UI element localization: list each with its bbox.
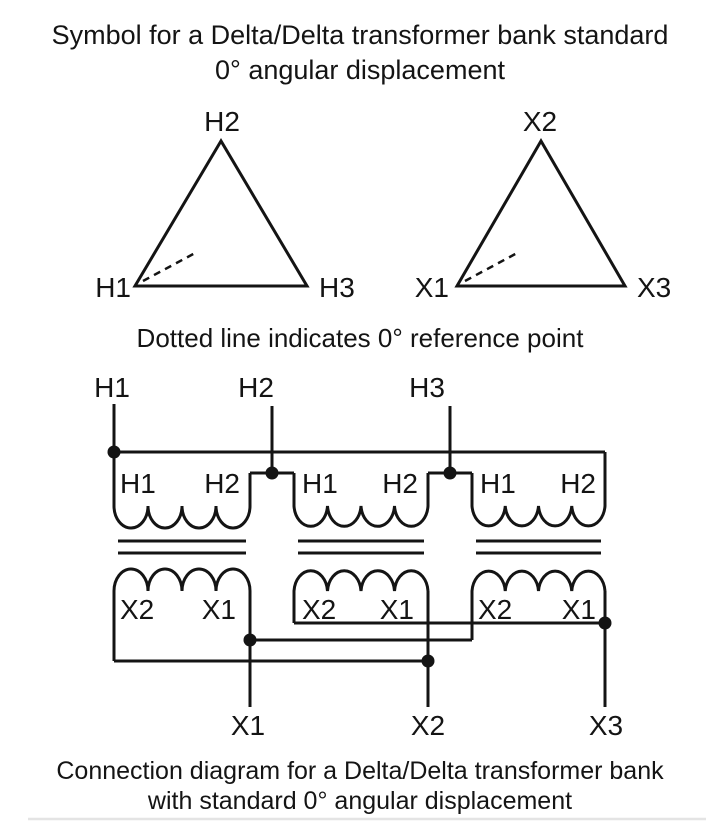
title-block: Symbol for a Delta/Delta transformer ban… [52, 20, 669, 85]
transformer-2-secondary-right-label: X1 [380, 594, 414, 625]
transformer-3-secondary-winding [470, 569, 607, 640]
primary-lead-label-h2: H2 [238, 372, 274, 403]
junction-dot-x1 [243, 633, 257, 647]
transformer-3-primary-winding [470, 452, 607, 528]
secondary-delta-reference-line [464, 250, 520, 283]
transformer-3-secondary-left-label: X2 [478, 594, 512, 625]
transformer-2-primary-right-label: H2 [382, 468, 418, 499]
primary-delta-label-bottom-left: H1 [95, 272, 131, 303]
transformer-1-secondary-right-label: X1 [202, 594, 236, 625]
delta-symbol-section: H2 H1 H3 X2 X1 X3 Dotted line indicates … [95, 106, 671, 353]
transformer-1-secondary-left-label: X2 [120, 594, 154, 625]
transformer-3-secondary-right-label: X1 [562, 594, 596, 625]
secondary-lead-label-x3: X3 [589, 710, 623, 741]
secondary-delta-label-top: X2 [523, 106, 557, 137]
secondary-lead-label-x2: X2 [411, 710, 445, 741]
primary-delta-reference-line [142, 250, 198, 283]
transformer-2-secondary-winding [292, 569, 430, 623]
junction-dot-h2-bracket [265, 466, 279, 480]
transformer-3-primary-right-label: H2 [560, 468, 596, 499]
transformer-1-core-lines [118, 539, 246, 555]
transformer-3-core-lines [476, 539, 601, 555]
caption-line-2: with standard 0° angular displacement [147, 787, 572, 815]
primary-lead-label-h1: H1 [94, 372, 130, 403]
secondary-lead-label-x1: X1 [231, 710, 265, 741]
junction-dot-x3 [598, 616, 612, 630]
connection-diagram: H1 H2 H3 H1 H2 H1 H2 H1 H2 X2 X1 X2 [56, 372, 664, 815]
secondary-delta-label-bottom-right: X3 [637, 272, 671, 303]
primary-delta-label-top: H2 [204, 106, 240, 137]
primary-delta-label-bottom-right: H3 [319, 272, 355, 303]
title-line-1: Symbol for a Delta/Delta transformer ban… [52, 20, 669, 50]
junction-dot-h1-bus [107, 445, 121, 459]
junction-dot-h3-bracket [443, 466, 457, 480]
transformer-2-primary-left-label: H1 [302, 468, 338, 499]
title-line-2: 0° angular displacement [215, 55, 505, 85]
transformer-2-primary-winding [292, 473, 430, 528]
transformer-2-core-lines [298, 539, 424, 555]
primary-delta-outline [132, 138, 310, 288]
junction-dot-x2 [421, 654, 435, 668]
caption-line-1: Connection diagram for a Delta/Delta tra… [56, 757, 664, 785]
transformer-1-primary-left-label: H1 [120, 468, 156, 499]
secondary-delta-symbol: X2 X1 X3 [415, 106, 672, 303]
transformer-2-secondary-left-label: X2 [302, 594, 336, 625]
transformer-1-secondary-winding [112, 567, 252, 661]
transformer-1-primary-right-label: H2 [204, 468, 240, 499]
primary-lead-label-h3: H3 [409, 372, 445, 403]
primary-delta-symbol: H2 H1 H3 [95, 106, 355, 303]
transformer-1-primary-winding [112, 452, 252, 530]
secondary-delta-label-bottom-left: X1 [415, 272, 449, 303]
secondary-delta-outline [454, 138, 628, 288]
reference-point-note: Dotted line indicates 0° reference point [137, 323, 585, 353]
transformer-3-primary-left-label: H1 [480, 468, 516, 499]
